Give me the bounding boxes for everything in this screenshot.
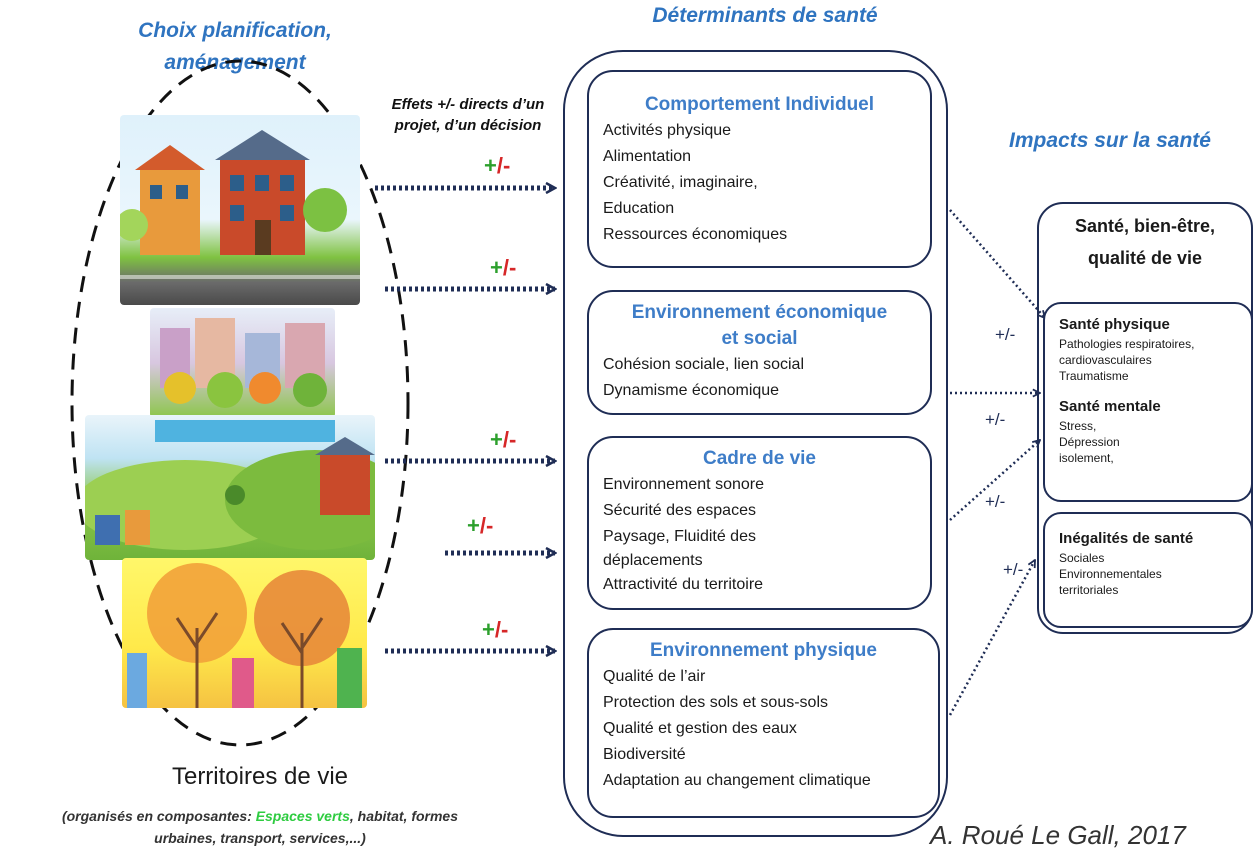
inegalites-title: Inégalités de santé <box>1059 530 1194 547</box>
determinants-container <box>563 50 948 837</box>
list-item: déplacements <box>603 552 703 569</box>
author-credit: A. Roué Le Gall, 2017 <box>930 820 1186 850</box>
sante-mentale-title: Santé mentale <box>1059 398 1161 415</box>
list-item: cardiovasculaires <box>1059 353 1152 367</box>
effets-line2: projet, d’un décision <box>394 117 542 134</box>
list-item: Activités physique <box>603 122 732 139</box>
list-item: territoriales <box>1059 583 1119 597</box>
list-item: Créativité, imaginaire, <box>603 174 758 191</box>
list-item: Sociales <box>1059 551 1105 565</box>
trees-city-illustration <box>122 558 367 708</box>
list-item: Education <box>603 200 675 217</box>
pm-label-3: +/- <box>490 427 517 452</box>
list-item: Biodiversité <box>603 746 686 763</box>
box-cadre-de-vie: Cadre de vie Environnement sonore Sécuri… <box>587 436 932 610</box>
list-item: Qualité de l’air <box>603 668 706 685</box>
list-item: Adaptation au changement climatique <box>603 772 871 789</box>
effets-directs-note: Effets +/- directs d’un projet, d’un déc… <box>368 94 568 136</box>
pm-label-1: +/- <box>484 153 511 178</box>
box-inegalites-de-sante: Inégalités de santé Sociales Environneme… <box>1043 512 1253 628</box>
box-title-line1: Environnement économique <box>631 302 888 323</box>
list-item: Pathologies respiratoires, <box>1059 337 1195 351</box>
pm-right-4: +/- <box>1003 560 1024 579</box>
box-environnement-physique: Environnement physique Qualité de l’air … <box>587 628 940 818</box>
list-item: Protection des sols et sous-sols <box>603 694 828 711</box>
pm-right-2: +/- <box>985 410 1006 429</box>
list-item: Ressources économiques <box>603 226 788 243</box>
impacts-box-title: Santé, bien-être, qualité de vie <box>1074 216 1216 268</box>
arrow-comportement-to-physique <box>949 209 1045 318</box>
box-title: Comportement Individuel <box>644 94 875 115</box>
list-item: Environnementales <box>1059 567 1162 581</box>
pm-label-2: +/- <box>490 255 517 280</box>
territoires-components-note: (organisés en composantes: Espaces verts… <box>61 808 459 846</box>
list-item: Stress, <box>1059 419 1097 433</box>
pm-label-5: +/- <box>482 617 509 642</box>
box-environnement-economique-social: Environnement économique et social Cohés… <box>587 290 932 415</box>
box-title: Cadre de vie <box>703 448 816 469</box>
list-item: Attractivité du territoire <box>603 576 764 593</box>
city-park-illustration <box>150 308 335 418</box>
list-item: Traumatisme <box>1059 369 1129 383</box>
territoires-ellipse <box>70 59 410 747</box>
territoires-de-vie-label: Territoires de vie <box>171 763 349 790</box>
title-left-line1: Choix planification, <box>138 19 332 42</box>
box-title: Environnement physique <box>650 640 877 661</box>
list-item: Qualité et gestion des eaux <box>603 720 797 737</box>
box-title-line2: et social <box>721 328 798 349</box>
espaces-verts-highlight: Espaces verts <box>255 808 350 824</box>
sante-physique-title: Santé physique <box>1059 316 1170 333</box>
list-item: Dépression <box>1059 435 1120 449</box>
box-sante-physique-mentale: Santé physique Pathologies respiratoires… <box>1043 302 1253 502</box>
arrow-physique-to-inegalites <box>948 560 1037 716</box>
list-item: Sécurité des espaces <box>603 502 756 519</box>
list-item: Dynamisme économique <box>603 382 780 399</box>
pm-right-3: +/- <box>985 492 1006 511</box>
arrow-cadre-to-mentale <box>949 440 1040 521</box>
list-item: Paysage, Fluidité des <box>603 528 756 545</box>
town-houses-illustration <box>120 115 360 305</box>
title-determinants: Déterminants de santé <box>652 4 878 27</box>
effets-line1: Effets +/- directs d’un <box>391 96 545 113</box>
list-item: Cohésion sociale, lien social <box>603 356 804 373</box>
list-item: Environnement sonore <box>603 476 764 493</box>
pm-right-1: +/- <box>995 325 1016 344</box>
box-comportement-individuel: Comportement Individuel Activités physiq… <box>587 70 932 268</box>
river-landscape-illustration <box>85 415 375 560</box>
list-item: Alimentation <box>603 148 692 165</box>
title-impacts: Impacts sur la santé <box>1009 129 1211 152</box>
list-item: isolement, <box>1059 451 1114 465</box>
pm-label-4: +/- <box>467 513 494 538</box>
